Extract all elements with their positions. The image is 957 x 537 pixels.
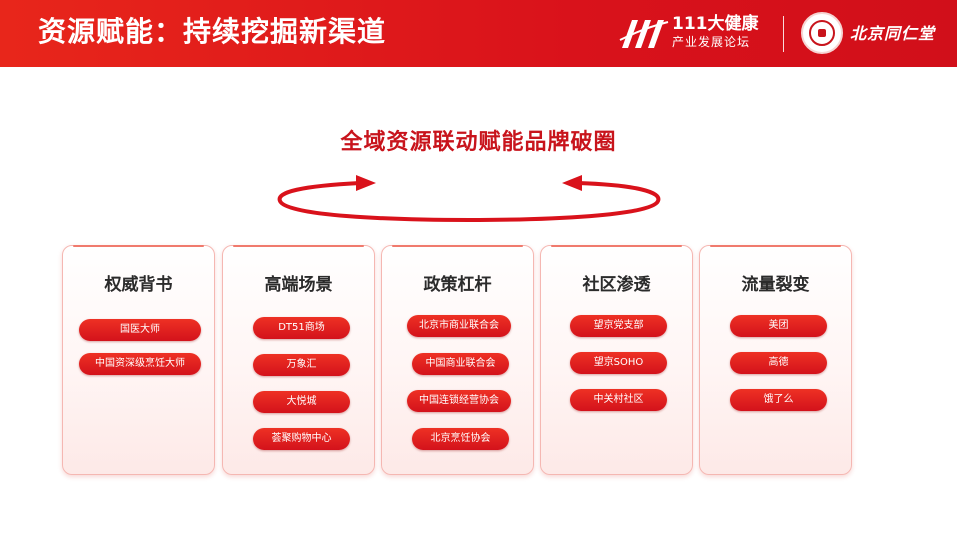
channel-tag: 饿了么 — [730, 389, 827, 411]
card-authority: 权威背书 国医大师 中国资深级烹饪大师 — [62, 245, 215, 475]
section-subtitle: 全域资源联动赋能品牌破圈 — [340, 130, 617, 155]
channel-tag: 望京党支部 — [570, 315, 667, 337]
channel-tag: 中国资深级烹饪大师 — [79, 353, 201, 375]
card-traffic-fission: 流量裂变 美团 高德 饿了么 — [699, 245, 852, 475]
card-title: 高端场景 — [264, 275, 333, 295]
card-community: 社区渗透 望京党支部 望京SOHO 中关村社区 — [540, 245, 693, 475]
card-title: 权威背书 — [104, 275, 173, 295]
brand-111-tagline: 产业发展论坛 — [672, 35, 751, 49]
channel-tag: 北京市商业联合会 — [407, 315, 511, 337]
card-premium-venues: 高端场景 DT51商场 万象汇 大悦城 荟聚购物中心 — [222, 245, 375, 475]
logo-divider — [783, 16, 784, 52]
channel-tag: 中关村社区 — [570, 389, 667, 411]
brand-111-wordmark: 111大健康 产业发展论坛 — [672, 14, 759, 50]
channel-tag: 高德 — [730, 352, 827, 374]
tongrentang-seal-icon — [801, 12, 843, 54]
brand-111-name: 111大健康 — [672, 14, 759, 34]
channel-tag: 中国商业联合会 — [412, 353, 509, 375]
channel-tag: 国医大师 — [79, 319, 201, 341]
channel-tag: 大悦城 — [253, 391, 350, 413]
cycle-arrows-icon — [277, 175, 661, 223]
brand-111-logo-icon — [619, 20, 669, 48]
card-title: 政策杠杆 — [423, 275, 492, 295]
channel-tag: 万象汇 — [253, 354, 350, 376]
decorative-dots — [859, 59, 886, 78]
channel-tag: 美团 — [730, 315, 827, 337]
channel-tag: 望京SOHO — [570, 352, 667, 374]
partner-logo-text: 北京同仁堂 — [850, 24, 936, 43]
page-title: 资源赋能：持续挖掘新渠道 — [38, 15, 387, 48]
channel-tag: DT51商场 — [253, 317, 350, 339]
header-bar: 资源赋能：持续挖掘新渠道 111大健康 产业发展论坛 北京同仁堂 — [0, 0, 957, 74]
channel-tag: 中国连锁经营协会 — [407, 390, 511, 412]
card-title: 流量裂变 — [741, 275, 810, 295]
card-title: 社区渗透 — [582, 275, 651, 295]
channel-tag: 北京烹饪协会 — [412, 428, 509, 450]
channel-tag: 荟聚购物中心 — [253, 428, 350, 450]
card-policy-leverage: 政策杠杆 北京市商业联合会 中国商业联合会 中国连锁经营协会 北京烹饪协会 — [381, 245, 534, 475]
